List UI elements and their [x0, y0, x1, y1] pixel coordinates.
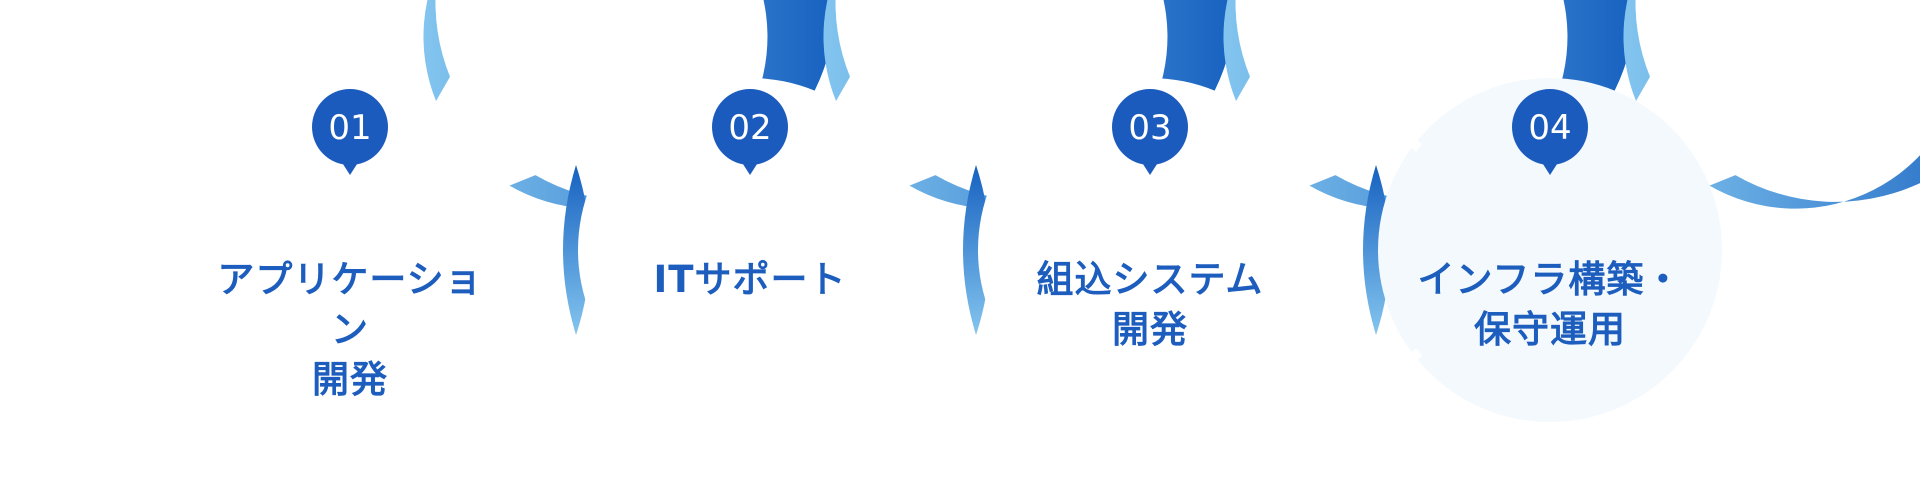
step-number-badge: 03 — [1112, 89, 1188, 175]
ring-separator — [584, 119, 623, 152]
ring-link-accent — [1363, 165, 1390, 335]
step-number-badge: 04 — [1512, 89, 1588, 175]
ring-inner-fill — [978, 78, 1322, 422]
ring-separator — [984, 119, 1023, 152]
step-label: インフラ構築・ 保守運用 — [1417, 258, 1683, 351]
step-number: 02 — [728, 108, 771, 148]
step-number: 01 — [328, 108, 371, 148]
ring-separator — [984, 348, 1023, 381]
ring-inner-fill — [178, 78, 522, 422]
step-label: 組込システム 開発 — [1036, 258, 1264, 351]
ring-inner-fill — [1378, 78, 1722, 422]
step-number-badge: 01 — [312, 89, 388, 175]
step-ring: 04 — [1378, 0, 1920, 422]
ring-separator — [1384, 119, 1423, 152]
step-1: アプリケーション 開発 — [150, 50, 550, 450]
step-number: 04 — [1528, 108, 1571, 148]
ring-separator — [1384, 348, 1423, 381]
step-number: 03 — [1128, 108, 1171, 148]
step-3: 組込システム 開発 — [950, 50, 1350, 450]
step-label: ITサポート — [653, 258, 847, 301]
ring-separator — [584, 348, 623, 381]
ring-link-accent — [963, 165, 990, 335]
step-number-badge: 02 — [712, 89, 788, 175]
ring-link-accent — [563, 165, 590, 335]
step-label: アプリケーション 開発 — [217, 258, 483, 401]
step-2: ITサポート — [550, 50, 950, 450]
ring-inner-fill — [578, 78, 922, 422]
ring-band — [1623, 0, 1920, 209]
step-4: インフラ構築・ 保守運用 — [1350, 50, 1750, 450]
